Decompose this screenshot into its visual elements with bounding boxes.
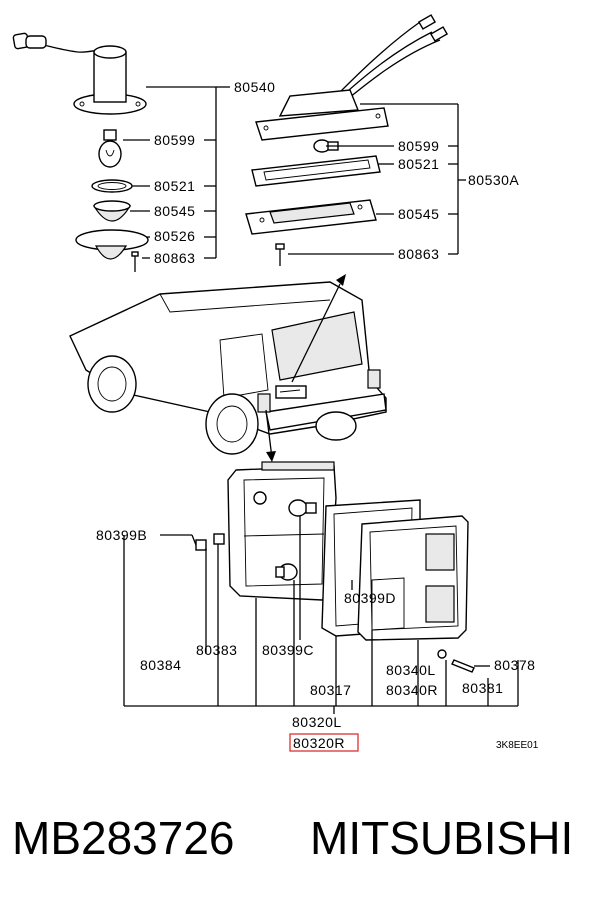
label-80399B: 80399B: [96, 527, 147, 543]
label-80378: 80378: [494, 657, 535, 673]
label-80340R: 80340R: [386, 682, 438, 698]
lamp-assembly-wires: [335, 14, 449, 103]
label-80521-left: 80521: [154, 178, 195, 194]
leaders-tail-lamp: [123, 516, 519, 714]
label-80320L: 80320L: [292, 714, 342, 730]
lens-80340: [357, 515, 469, 641]
gasket-80521-right: [251, 155, 381, 187]
screw-80381-washer-80378: [437, 649, 475, 673]
label-80384: 80384: [140, 657, 181, 673]
parts-diagram: 80540 80599 80521 80545 80526 80863: [12, 14, 539, 752]
label-80399D: 80399D: [344, 590, 396, 606]
pointer-arrows: [265, 274, 346, 462]
vehicle-body: [69, 281, 387, 455]
clips-80399B-80384: [195, 533, 225, 551]
part-number: MB283726: [12, 812, 235, 864]
label-80540: 80540: [234, 79, 275, 95]
label-80863-right: 80863: [398, 246, 439, 262]
gasket-80521-left: [91, 179, 133, 193]
label-80599-right: 80599: [398, 138, 439, 154]
lens-80545-left: [92, 200, 132, 222]
label-80526: 80526: [154, 228, 195, 244]
lamp-socket-80540: [73, 45, 147, 115]
label-80599-left: 80599: [154, 132, 195, 148]
bezel-80526: [75, 229, 149, 260]
highlight-box: [289, 733, 359, 752]
label-80320R: 80320R: [293, 735, 345, 751]
tail-lamp-housing-left: [227, 461, 337, 601]
label-80383: 80383: [196, 642, 237, 658]
label-80399C: 80399C: [262, 642, 314, 658]
footer: MB283726 MITSUBISHI: [0, 808, 600, 878]
label-80317: 80317: [310, 682, 351, 698]
lamp-housing-80530A: [255, 89, 389, 141]
screw-80863-right: [275, 243, 285, 266]
brand-name: MITSUBISHI: [310, 812, 574, 864]
bulb-80599-left: [98, 129, 122, 168]
screw-80863-left: [131, 251, 139, 272]
label-80381: 80381: [462, 680, 503, 696]
lens-80545-right: [245, 199, 377, 235]
label-80545-right: 80545: [398, 206, 439, 222]
leaders-left-group: [123, 86, 230, 259]
label-80863-left: 80863: [154, 250, 195, 266]
label-80530A: 80530A: [468, 172, 519, 188]
leaders-right-group: [288, 103, 466, 255]
label-80340L: 80340L: [386, 662, 436, 678]
label-80545-left: 80545: [154, 203, 195, 219]
label-80521-right: 80521: [398, 156, 439, 172]
diagram-code: 3K8EE01: [496, 740, 539, 751]
